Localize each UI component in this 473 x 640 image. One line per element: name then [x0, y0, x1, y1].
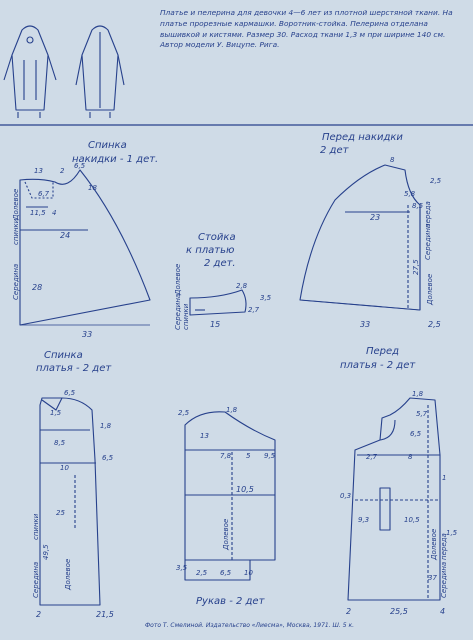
- cape-back-top-left: 13: [34, 167, 43, 175]
- sleeve-width: 10,5: [236, 485, 254, 494]
- cape-front-height: 27,5: [412, 259, 420, 275]
- cape-front-dim-a: 5,8: [404, 190, 416, 198]
- cape-back-piece: [19, 169, 151, 326]
- cape-back-height: 28: [32, 283, 42, 292]
- dress-front-title-1: Перед: [366, 346, 399, 357]
- collar-fold: Долевое: [174, 264, 182, 296]
- dress-front-dim-b: 6,5: [410, 430, 422, 438]
- collar-dim-right: 3,5: [260, 294, 272, 302]
- sleeve-fold: Долевое: [222, 519, 230, 551]
- dress-back-dim-e: 6,5: [102, 454, 114, 462]
- sleeve-cuff-b: 10: [244, 569, 253, 577]
- dress-front-fold: Долевое: [430, 529, 438, 561]
- sleeve-dim-a: 13: [200, 432, 209, 440]
- collar-piece: [189, 289, 247, 316]
- dress-back-dim-c: 8,5: [54, 439, 66, 447]
- collar-height-left: 2,7: [248, 306, 260, 314]
- cape-back-width: 24: [60, 231, 70, 240]
- sleeve-top-left: 2,5: [178, 409, 190, 417]
- dress-front-dim-d: 8: [408, 453, 413, 461]
- sleeve-dim-b: 7,8: [220, 452, 232, 460]
- dress-back-title-1: Спинка: [44, 350, 83, 361]
- dress-back-sketch: [75, 25, 125, 118]
- sleeve-dim-d: 9,5: [264, 452, 276, 460]
- collar-height-right: 2,8: [236, 282, 248, 290]
- cape-back-dim-c: 11,5: [30, 209, 46, 217]
- dress-back-side-2: спинки: [32, 513, 40, 540]
- dress-back-piece: [39, 397, 101, 606]
- cape-back-dim-b: 18: [88, 184, 97, 192]
- dress-front-sketch: [3, 25, 57, 118]
- collar-title-3: 2 дет.: [204, 258, 236, 269]
- sleeve-top-right: 1,8: [226, 406, 238, 414]
- cape-front-bottom: 33: [360, 320, 370, 329]
- cape-front-width: 23: [370, 213, 380, 222]
- cape-back-title-1: Спинка: [88, 140, 127, 151]
- sleeve-cuff-left: 3,5: [176, 564, 188, 572]
- dress-front-pocket-left: 0,3: [340, 492, 351, 500]
- cape-back-fold: Долевое: [12, 189, 20, 221]
- collar-title-2: к платью: [186, 245, 234, 256]
- cape-back-top-right: 6,5: [74, 162, 86, 170]
- cape-back-top-mid: 2: [60, 167, 65, 175]
- cape-back-side-1: Середина: [12, 264, 20, 300]
- cape-back-bottom: 33: [82, 330, 92, 339]
- dress-front-side-1: Середина: [440, 562, 448, 598]
- publisher-credit: Фото Т. Смелиной. Издательство «Лиесма»,…: [145, 622, 355, 629]
- cape-back-dim-d: 4: [52, 209, 56, 217]
- dress-back-title-2: платья - 2 дет: [36, 363, 112, 374]
- collar-side-2: спинки: [182, 303, 190, 330]
- cape-front-fold: Долевое: [426, 274, 434, 306]
- dress-front-dim-c: 2,7: [366, 453, 378, 461]
- sleeve-dim-c: 5: [246, 452, 251, 460]
- cape-front-side-1: Середина: [424, 224, 432, 260]
- dress-front-dim-f: 1,5: [446, 529, 458, 537]
- dress-front-height: 37: [428, 574, 437, 582]
- dress-front-bottom-left: 2: [346, 607, 351, 616]
- dress-front-title-2: платья - 2 дет: [340, 360, 416, 371]
- collar-side-1: Середина: [174, 294, 182, 330]
- collar-width: 15: [210, 320, 220, 329]
- sleeve-title: Рукав - 2 дет: [196, 596, 266, 607]
- dress-back-top: 6,5: [64, 389, 76, 397]
- dress-front-piece: [347, 397, 441, 601]
- dress-back-height: 49,5: [42, 544, 50, 560]
- dress-front-side-2: переда: [440, 533, 448, 560]
- dress-back-side-1: Середина: [32, 562, 40, 598]
- dress-back-bottom: 21,5: [96, 610, 114, 619]
- cape-back-dim-a: 6,7: [38, 190, 50, 198]
- cape-front-bottom-right: 2,5: [428, 320, 441, 329]
- dress-front-dim-a: 5,7: [416, 410, 428, 418]
- dress-front-top: 1,8: [412, 390, 424, 398]
- dress-back-dim-f: 25: [56, 509, 65, 517]
- dress-back-fold: Долевое: [64, 559, 72, 591]
- cape-front-piece: [299, 164, 421, 311]
- cape-front-top: 8: [390, 156, 395, 164]
- dress-front-dim-e: 1: [442, 474, 446, 482]
- cape-back-title-2: накидки - 1 дет.: [72, 154, 158, 165]
- dress-back-bottom-left: 2: [36, 610, 41, 619]
- cape-front-side-2: переда: [424, 201, 432, 228]
- cape-front-right-top: 2,5: [430, 177, 442, 185]
- cape-front-title-2: 2 дет: [320, 145, 350, 156]
- model-description: Платье и пелерина для девочки 4—6 лет из…: [160, 8, 453, 50]
- cape-front-title-1: Перед накидки: [322, 132, 403, 143]
- sleeve-piece: [184, 411, 276, 581]
- dress-back-dim-a: 1,5: [50, 409, 62, 417]
- collar-title-1: Стойка: [198, 232, 236, 243]
- dress-back-dim-b: 1,8: [100, 422, 112, 430]
- sleeve-cuff: 2,5: [196, 569, 208, 577]
- dress-front-bottom-right: 4: [440, 607, 445, 616]
- dress-front-pocket-a: 9,3: [358, 516, 369, 524]
- cape-back-side-2: спинки: [12, 218, 20, 245]
- dress-front-bottom: 25,5: [390, 607, 408, 616]
- dress-back-dim-d: 10: [60, 464, 69, 472]
- cape-front-dim-b: 8,5: [412, 202, 424, 210]
- sleeve-cuff-a: 6,5: [220, 569, 232, 577]
- dress-front-pocket-b: 10,5: [404, 516, 420, 524]
